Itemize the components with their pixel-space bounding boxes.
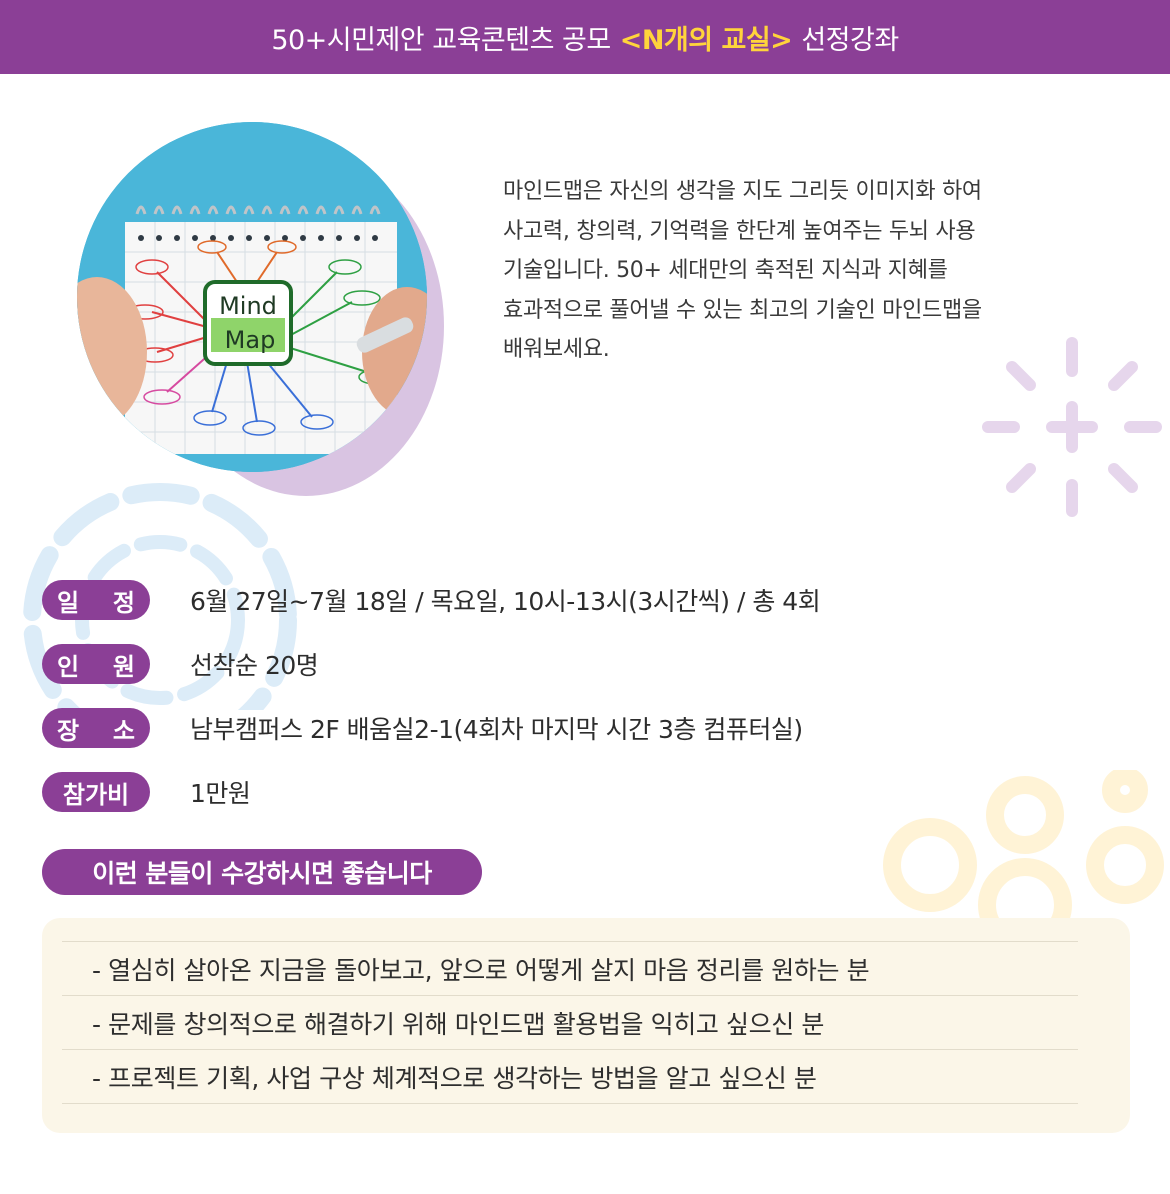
info-value-fee: 1만원 (190, 779, 251, 808)
header-bar: 50+시민제안 교육콘텐츠 공모 <N개의 교실> 선정강좌 (0, 0, 1170, 74)
mind-map-illustration: Mind Map (77, 122, 427, 472)
info-row-capacity: 인 원 선착순 20명 (42, 644, 319, 684)
yellow-rings-decoration (883, 770, 1164, 950)
info-label-location-a: 장 (57, 716, 80, 745)
header-suffix: 선정강좌 (801, 24, 899, 56)
info-label-schedule-b: 정 (112, 588, 135, 617)
target-audience-list: - 열심히 살아온 지금을 돌아보고, 앞으로 어떻게 살지 마음 정리를 원하… (62, 941, 1078, 1104)
info-label-fee: 참가비 (42, 772, 150, 812)
notebook-text-mind: Mind (219, 292, 277, 320)
info-value-location: 남부캠퍼스 2F 배움실2-1(4회차 마지막 시간 3층 컴퓨터실) (190, 715, 803, 744)
info-label-location: 장 소 (42, 708, 150, 748)
header-prefix: 50+시민제안 교육콘텐츠 공모 (271, 24, 611, 56)
notebook-text-map: Map (225, 326, 276, 354)
header-highlight: <N개의 교실> (619, 24, 793, 56)
intro-text: 마인드맵은 자신의 생각을 지도 그리듯 이미지화 하여 사고력, 창의력, 기… (503, 179, 982, 362)
info-row-fee: 참가비 1만원 (42, 772, 251, 812)
target-audience-title: 이런 분들이 수강하시면 좋습니다 (42, 849, 482, 895)
target-audience-item: - 프로젝트 기획, 사업 구상 체계적으로 생각하는 방법을 알고 싶으신 분 (62, 1049, 1078, 1104)
target-audience-item: - 문제를 창의적으로 해결하기 위해 마인드맵 활용법을 익히고 싶으신 분 (62, 995, 1078, 1049)
blue-ring-decoration (23, 483, 297, 710)
info-label-schedule: 일 정 (42, 580, 150, 620)
mind-map-photo: Mind Map (77, 122, 427, 472)
sparkle-decoration (982, 337, 1162, 517)
info-value-schedule: 6월 27일~7월 18일 / 목요일, 10시-13시(3시간씩) / 총 4… (190, 587, 821, 616)
info-label-schedule-a: 일 (57, 588, 80, 617)
info-label-capacity-b: 원 (112, 652, 135, 681)
target-audience-box: - 열심히 살아온 지금을 돌아보고, 앞으로 어떻게 살지 마음 정리를 원하… (42, 918, 1130, 1133)
target-audience-item: - 열심히 살아온 지금을 돌아보고, 앞으로 어떻게 살지 마음 정리를 원하… (62, 941, 1078, 995)
info-label-capacity-a: 인 (57, 652, 80, 681)
info-label-location-b: 소 (112, 716, 135, 745)
info-value-capacity: 선착순 20명 (190, 651, 319, 680)
info-row-schedule: 일 정 6월 27일~7월 18일 / 목요일, 10시-13시(3시간씩) /… (42, 580, 821, 620)
info-label-capacity: 인 원 (42, 644, 150, 684)
info-row-location: 장 소 남부캠퍼스 2F 배움실2-1(4회차 마지막 시간 3층 컴퓨터실) (42, 708, 803, 748)
